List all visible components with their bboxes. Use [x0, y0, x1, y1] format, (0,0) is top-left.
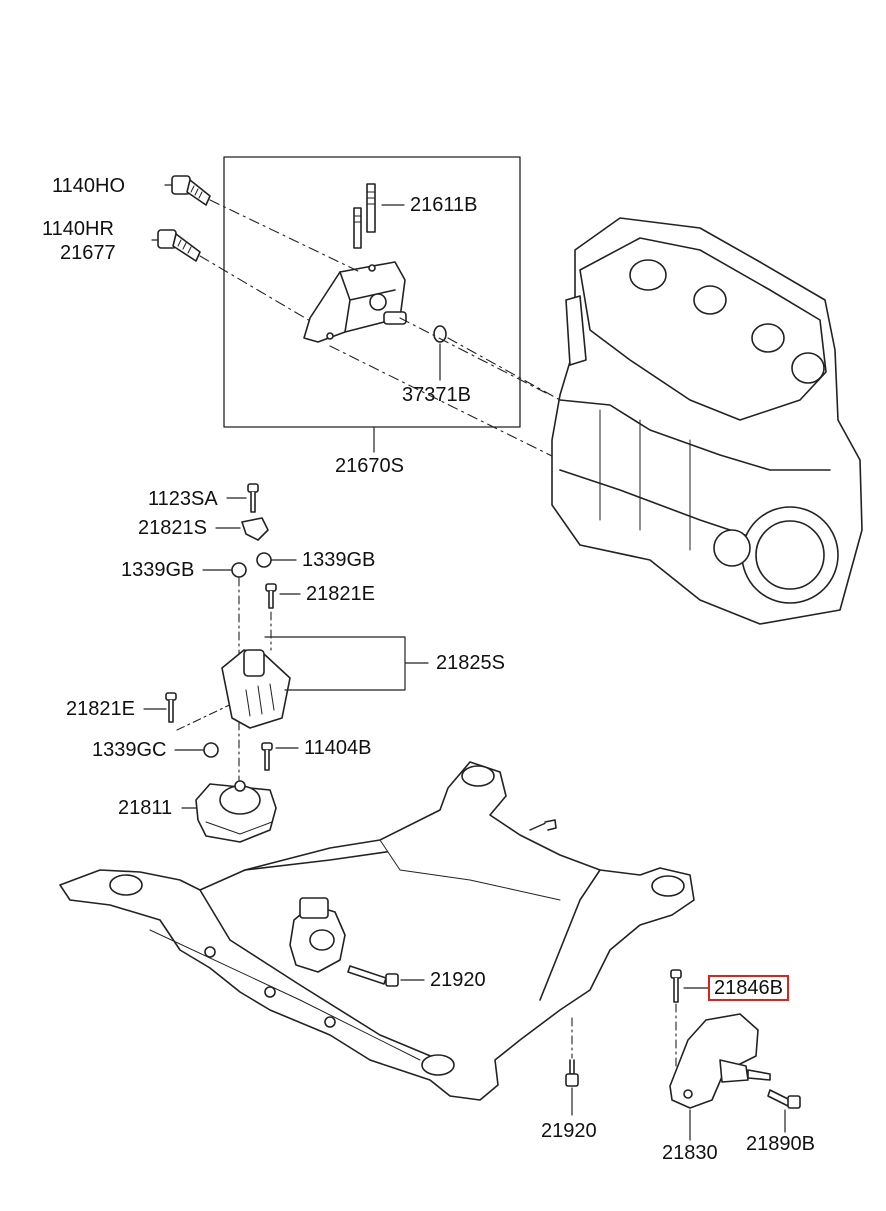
label-21611B[interactable]: 21611B [410, 194, 478, 216]
label-21677[interactable]: 21677 [60, 242, 116, 264]
label-21821E-top[interactable]: 21821E [306, 583, 375, 605]
label-21825S[interactable]: 21825S [436, 652, 505, 674]
mount-21830 [669, 1013, 771, 1109]
label-21821S[interactable]: 21821S [138, 517, 207, 539]
label-21821E-left[interactable]: 21821E [66, 698, 135, 720]
label-37371B[interactable]: 37371B [402, 384, 471, 406]
subframe [59, 761, 695, 1101]
bolt-21846B [670, 969, 682, 1003]
label-21920-mid[interactable]: 21920 [430, 969, 486, 991]
bolt-21821E-top [265, 583, 277, 609]
nut-1339GB-right [256, 552, 272, 568]
engine-block [551, 217, 863, 625]
label-1339GB-right[interactable]: 1339GB [302, 549, 376, 571]
bolt-11404B [261, 742, 273, 771]
label-1140HR[interactable]: 1140HR [42, 218, 114, 240]
label-11404B[interactable]: 11404B [304, 737, 372, 759]
label-1140HO[interactable]: 1140HO [52, 175, 126, 197]
bolt-21920-bottom [565, 1059, 579, 1087]
label-21670S[interactable]: 21670S [335, 455, 404, 477]
bolt-21920-mid [347, 965, 399, 987]
bolt-1140HO [171, 175, 211, 206]
label-21811[interactable]: 21811 [118, 797, 173, 819]
engine-bracket-21670S [303, 261, 407, 343]
label-21890B[interactable]: 21890B [746, 1133, 815, 1155]
nut-1339GB-left [231, 562, 247, 578]
bolt-1123SA [247, 483, 259, 513]
bolt-21821E-left [165, 692, 177, 723]
bolt-1140HR [157, 229, 201, 262]
bolt-21890B [767, 1089, 801, 1109]
label-1339GB-left[interactable]: 1339GB [121, 559, 195, 581]
mount-21811 [195, 780, 277, 843]
bracket-21821S [241, 517, 269, 541]
label-1339GC[interactable]: 1339GC [92, 739, 167, 761]
label-21830[interactable]: 21830 [662, 1142, 718, 1164]
stud-21611B [353, 183, 376, 249]
washer-37371B [433, 325, 447, 343]
label-21920-bottom[interactable]: 21920 [541, 1120, 597, 1142]
label-21846B-highlighted[interactable]: 21846B [708, 975, 789, 1001]
bracket-group-box [223, 156, 521, 428]
label-1123SA[interactable]: 1123SA [148, 488, 218, 510]
center-mount [289, 897, 346, 973]
nut-1339GC [203, 742, 219, 758]
mount-bracket-21825S [221, 649, 291, 729]
